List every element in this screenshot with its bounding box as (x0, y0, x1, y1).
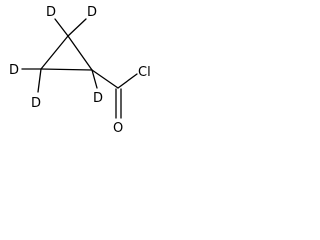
atom-label-d-top-right: D (87, 5, 97, 20)
bond-right-to-d (91, 69, 98, 89)
structure-drawing: D D D D D Cl O (9, 5, 151, 136)
bond-carbonyl-to-cl (117, 73, 138, 89)
bond-top-to-d-left (54, 18, 69, 37)
atom-label-d-left: D (9, 63, 19, 78)
bond-ring-top-to-right (67, 35, 93, 71)
bond-ring-top-to-left (40, 35, 69, 70)
atom-label-chlorine: Cl (138, 65, 151, 80)
bond-top-to-d-right (67, 18, 87, 37)
atom-label-oxygen: O (113, 121, 123, 136)
bond-ring-to-carbonyl (91, 69, 119, 89)
atom-label-d-top-left: D (46, 5, 56, 20)
bond-left-to-d-below (37, 68, 42, 93)
bond-ring-left-to-right (40, 68, 93, 71)
atom-label-d-bottom-left: D (31, 96, 41, 111)
atom-label-d-ring-right: D (93, 91, 103, 106)
molecule-diagram: D D D D D Cl O (0, 0, 166, 138)
